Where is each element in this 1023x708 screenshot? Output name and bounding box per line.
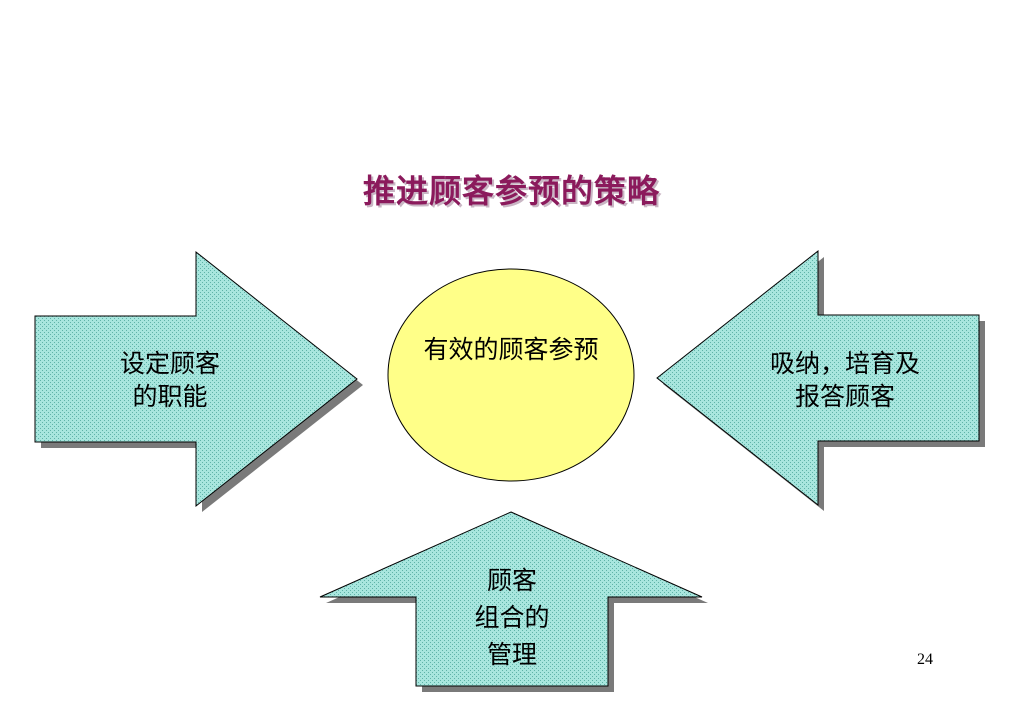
bottom-arrow [319,511,708,692]
center-label: 有效的顾客参预 [423,335,599,364]
left-arrow-label: 设定顾客 的职能 [50,347,290,413]
left-arrow-line-2: 的职能 [132,382,208,411]
left-arrow [34,250,363,512]
bottom-arrow-line-2: 组合的 [474,603,550,632]
bottom-arrow-line-3: 管理 [486,640,537,669]
right-arrow-line-2: 报答顾客 [794,382,895,411]
slide-title: 推进顾客参预的策略 [362,172,660,210]
right-arrow [656,249,985,511]
bottom-arrow-line-1: 顾客 [486,566,537,595]
bottom-arrow-label: 顾客 组合的 管理 [416,562,608,673]
left-arrow-line-1: 设定顾客 [119,349,220,378]
center-circle [387,268,635,482]
right-arrow-line-1: 吸纳，培育及 [769,349,920,378]
page-number: 24 [917,651,933,668]
right-arrow-label: 吸纳，培育及 报答顾客 [720,347,970,413]
